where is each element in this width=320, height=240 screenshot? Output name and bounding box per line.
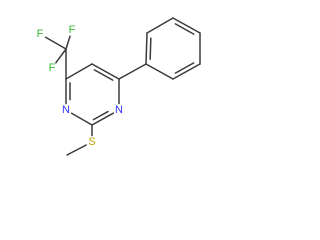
atom-label-f1: F xyxy=(37,28,44,40)
bond-p1-p2 xyxy=(145,32,148,65)
bond-cf3-f3 xyxy=(65,35,71,50)
bonds-layer xyxy=(44,17,201,156)
bond-p3-p4 xyxy=(172,17,201,34)
atom-label-s: S xyxy=(88,136,95,148)
bond-p2-p3 xyxy=(146,17,174,34)
atom-labels-layer: N N S F F F xyxy=(37,24,123,148)
molecule-structure-diagram: N N S F F F xyxy=(37,17,201,156)
bond-p6-p1 xyxy=(145,63,174,80)
bond-c4-c5-inner xyxy=(93,69,114,81)
bond-cf3-f2 xyxy=(55,48,67,64)
atom-label-f2: F xyxy=(49,62,56,74)
bond-c4-p1 xyxy=(118,63,147,80)
bond-s-ch3 xyxy=(66,144,87,156)
bond-c4-c5 xyxy=(91,63,120,80)
bond-c5-c6 xyxy=(65,63,93,80)
atom-label-n1: N xyxy=(62,104,70,116)
bond-n1-c2 xyxy=(70,112,93,126)
bond-p5-p6-inner xyxy=(174,62,195,74)
bond-p5-p6 xyxy=(172,63,201,80)
bond-p3-p4-inner xyxy=(174,23,195,35)
atom-label-f3: F xyxy=(69,24,76,36)
bond-c2-n3-inner xyxy=(92,110,109,121)
bond-c2-n3 xyxy=(91,112,115,126)
bond-cf3-f1 xyxy=(44,36,67,50)
bond-p1-p2-inner xyxy=(149,37,152,60)
atom-label-n3: N xyxy=(115,104,123,116)
